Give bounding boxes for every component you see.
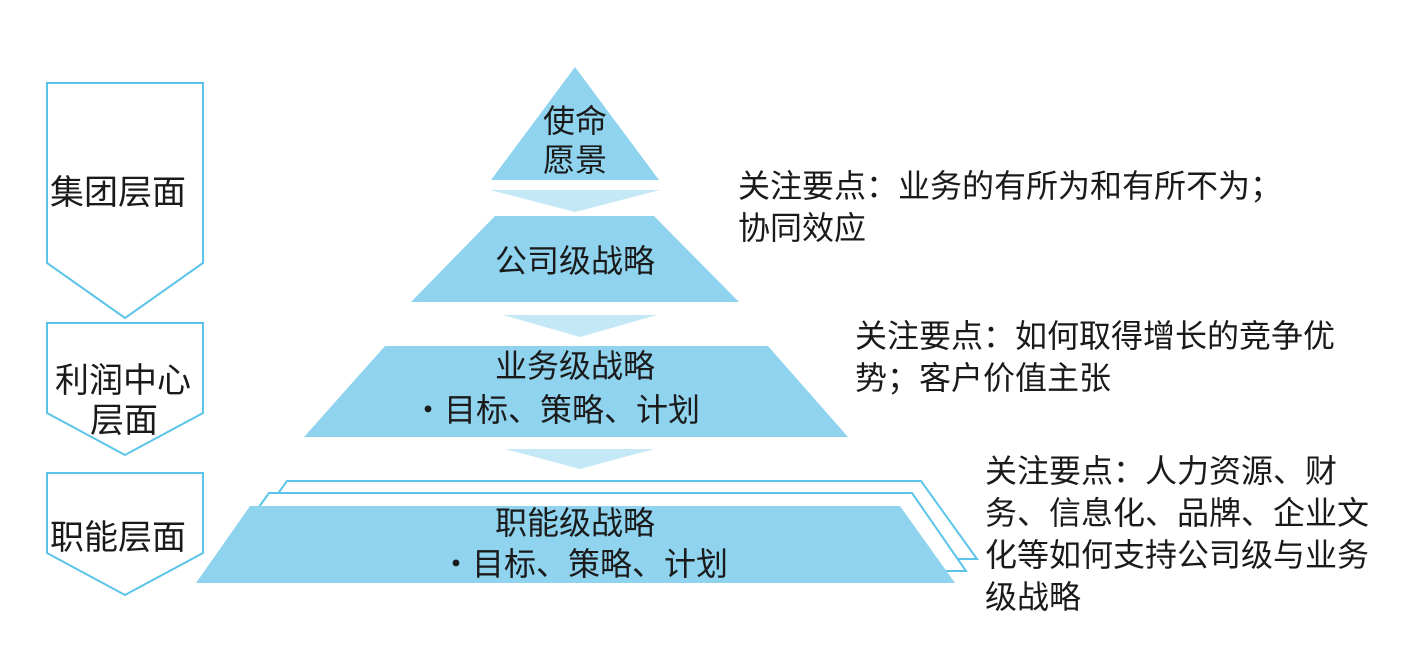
level-label-group: 集团层面 (50, 173, 186, 213)
connector-2 (503, 315, 657, 337)
tier1-mission: 使命 (542, 102, 608, 140)
level-chevron-profit-center (46, 322, 204, 457)
focus-note-functional: 关注要点：人力资源、财务、信息化、品牌、企业文化等如何支持公司级与业务级战略 (985, 452, 1370, 616)
focus-note-business: 关注要点：如何取得增长的竞争优势；客户价值主张 (855, 317, 1336, 397)
focus-note-corporate: 关注要点：业务的有所为和有所不为；协同效应 (738, 167, 1283, 247)
level-label-profit-center-line1: 利润中心 (55, 361, 191, 401)
tier3-title: 业务级战略 (494, 347, 656, 385)
level-label-functional: 职能层面 (50, 518, 186, 558)
level-label-profit-center-line2: 层面 (90, 401, 158, 441)
tier2-trapezoid (411, 216, 739, 302)
tier2-title: 公司级战略 (494, 242, 656, 280)
tier1-triangle (491, 67, 659, 180)
tier4-subtitle: ・目标、策略、计划 (439, 545, 729, 583)
tier3-subtitle: ・目标、策略、计划 (411, 391, 701, 429)
connector-1 (490, 190, 660, 212)
level-chevron-functional (46, 472, 204, 597)
level-chevron-group (46, 82, 204, 320)
tier4-title: 职能级战略 (494, 504, 656, 542)
tier1-vision: 愿景 (542, 141, 608, 179)
tier3-trapezoid (304, 346, 848, 437)
connector-3 (505, 449, 654, 469)
tier4-front-layer (196, 506, 955, 583)
